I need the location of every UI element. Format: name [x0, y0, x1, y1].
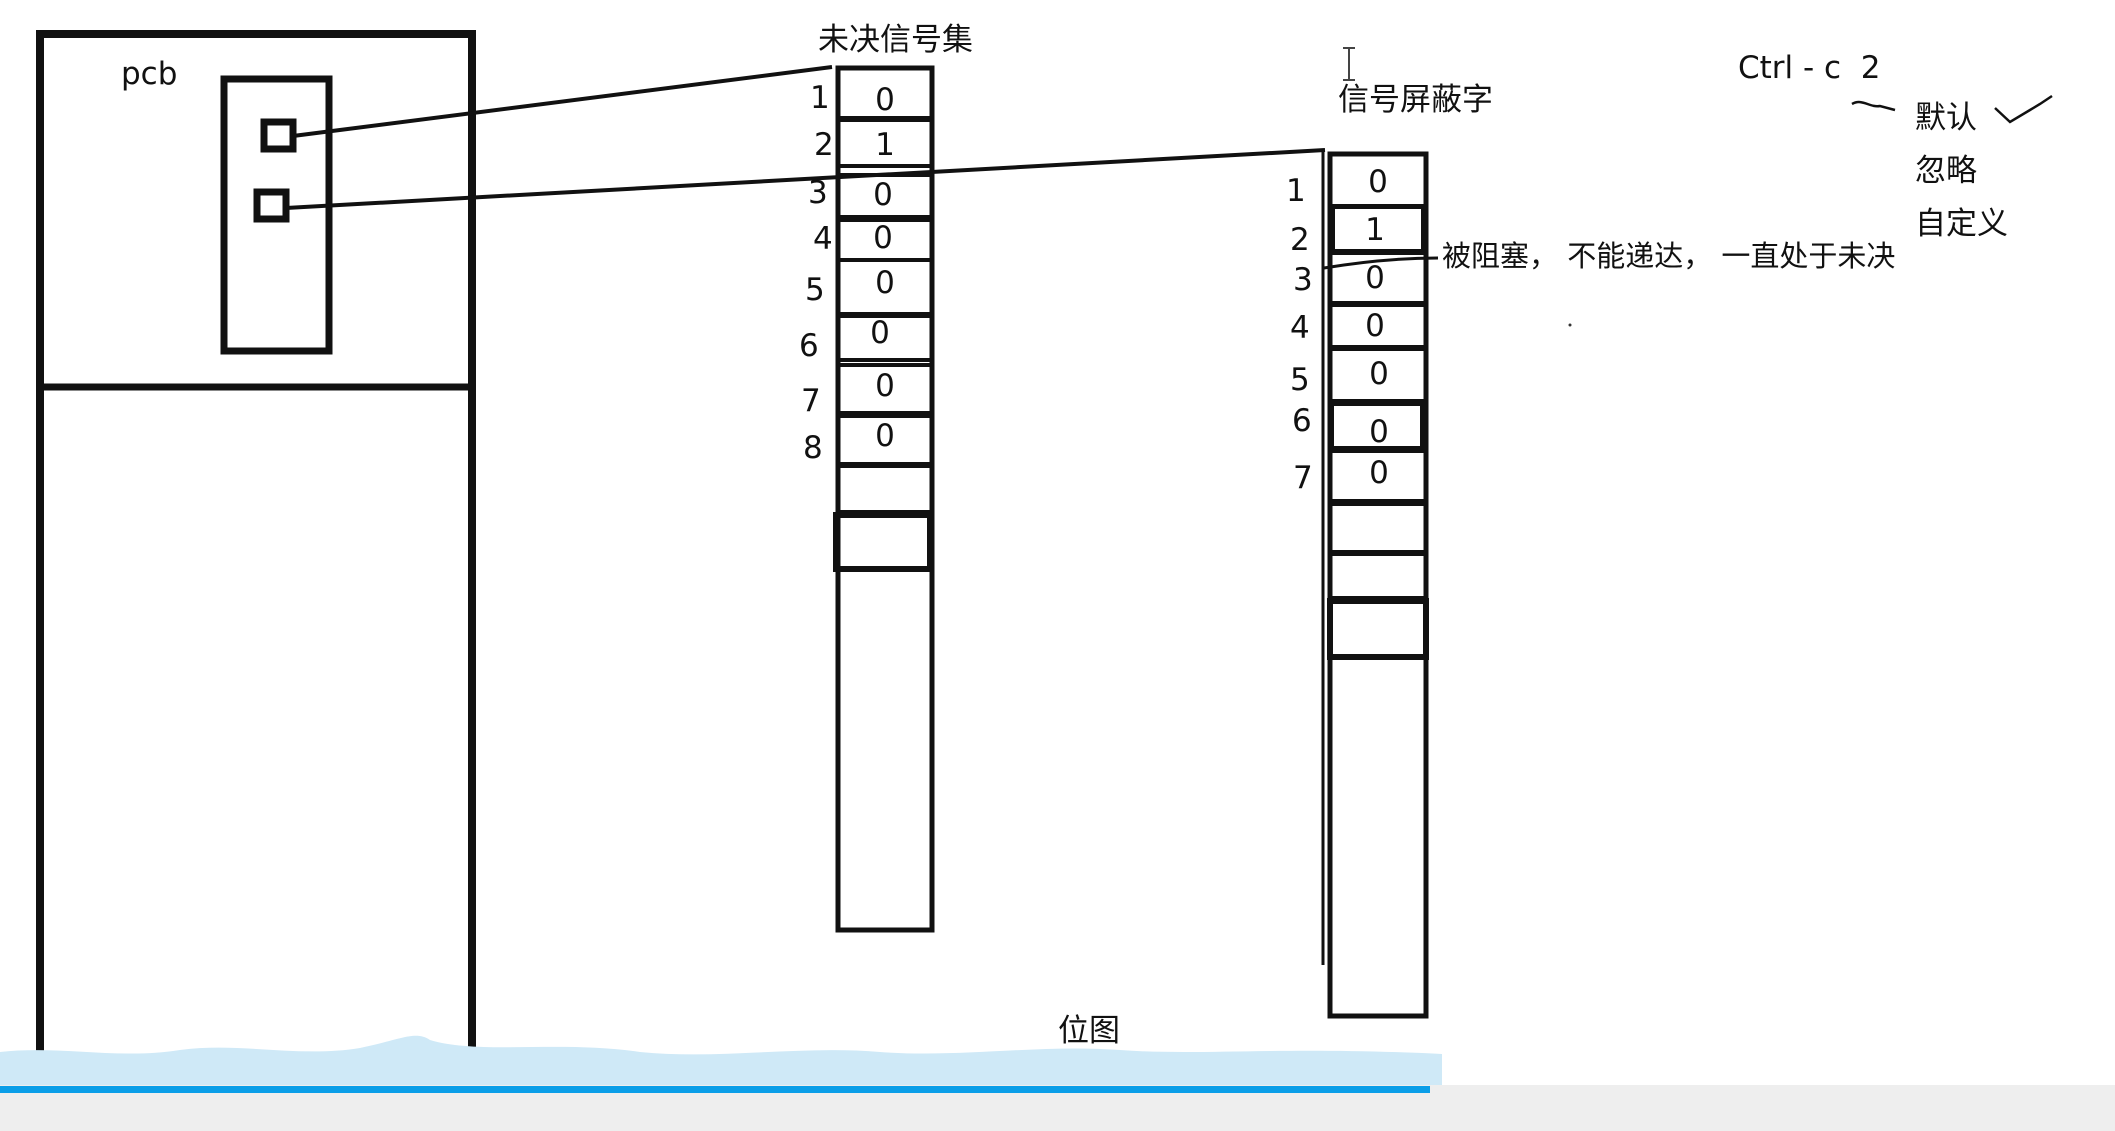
pending-cell-9 [836, 464, 934, 514]
ctrl-c-label: Ctrl - c 2 [1738, 50, 1881, 86]
mask-title: 信号屏蔽字 [1338, 82, 1493, 118]
pcb-label: pcb [121, 56, 178, 92]
video-wave [0, 1035, 1442, 1090]
pending-value-2: 1 [875, 127, 895, 163]
pending-cell-6 [836, 314, 934, 362]
pcb-pending-pointer [260, 118, 297, 153]
pending-cell-2 [836, 118, 934, 168]
mask-index-3: 3 [1293, 262, 1313, 298]
mask-cell-7 [1328, 449, 1428, 503]
action-default: 默认 [1915, 100, 1977, 136]
mask-connector [285, 148, 1326, 210]
mask-value-6: 0 [1369, 414, 1389, 450]
action-ignore: 忽略 [1915, 153, 1977, 189]
pending-index-7: 7 [801, 383, 821, 419]
pending-value-8: 0 [875, 418, 895, 454]
mask-cell-10 [1327, 598, 1429, 660]
pending-cells [833, 66, 934, 572]
pending-set-title: 未决信号集 [818, 22, 973, 58]
mask-cell-8 [1328, 502, 1428, 554]
checkmark-icon [1994, 94, 2053, 124]
mask-value-5: 0 [1369, 356, 1389, 392]
mask-cell-9 [1328, 552, 1428, 600]
pending-cell-10 [833, 512, 933, 572]
mask-index-1: 1 [1286, 173, 1306, 209]
mask-cell-6 [1330, 402, 1424, 450]
mask-index-2: 2 [1290, 222, 1310, 258]
pending-cell-3 [836, 173, 934, 219]
pending-index-5: 5 [805, 272, 825, 308]
pending-value-1: 0 [875, 82, 895, 118]
pending-index-8: 8 [803, 430, 823, 466]
mask-value-7: 0 [1369, 455, 1389, 491]
block-note-pointer [1323, 256, 1439, 270]
pending-connector [292, 65, 833, 138]
bitmap-label: 位图 [1058, 1013, 1120, 1049]
mask-value-1: 0 [1368, 164, 1388, 200]
mask-index-7: 7 [1293, 460, 1313, 496]
action-custom: 自定义 [1915, 206, 2008, 242]
mask-cell-5 [1328, 347, 1428, 403]
block-note: 被阻塞， 不能递达， 一直处于未决 [1442, 239, 1896, 273]
pending-index-6: 6 [799, 328, 819, 364]
mask-index-5: 5 [1290, 362, 1310, 398]
pcb-mask-pointer [253, 188, 290, 223]
pending-index-4: 4 [813, 221, 833, 257]
pending-cell-7 [836, 363, 934, 415]
video-progress-fill [0, 1086, 1430, 1093]
pending-value-3: 0 [873, 177, 893, 213]
pcb-box [220, 75, 333, 355]
pending-index-2: 2 [814, 127, 834, 163]
mask-value-4: 0 [1365, 308, 1385, 344]
mask-index-6: 6 [1292, 403, 1312, 439]
ctrl-c-squiggle [1851, 100, 1896, 112]
mask-value-3: 0 [1365, 260, 1385, 296]
pending-value-7: 0 [875, 368, 895, 404]
pending-index-3: 3 [808, 175, 828, 211]
stray-dot [1568, 323, 1572, 327]
pending-index-1: 1 [810, 80, 830, 116]
mask-cells [1327, 152, 1429, 660]
pending-value-4: 0 [873, 220, 893, 256]
pending-value-5: 0 [875, 265, 895, 301]
pending-value-6: 0 [870, 315, 890, 351]
mask-value-2: 1 [1365, 212, 1385, 248]
mask-index-4: 4 [1290, 310, 1310, 346]
